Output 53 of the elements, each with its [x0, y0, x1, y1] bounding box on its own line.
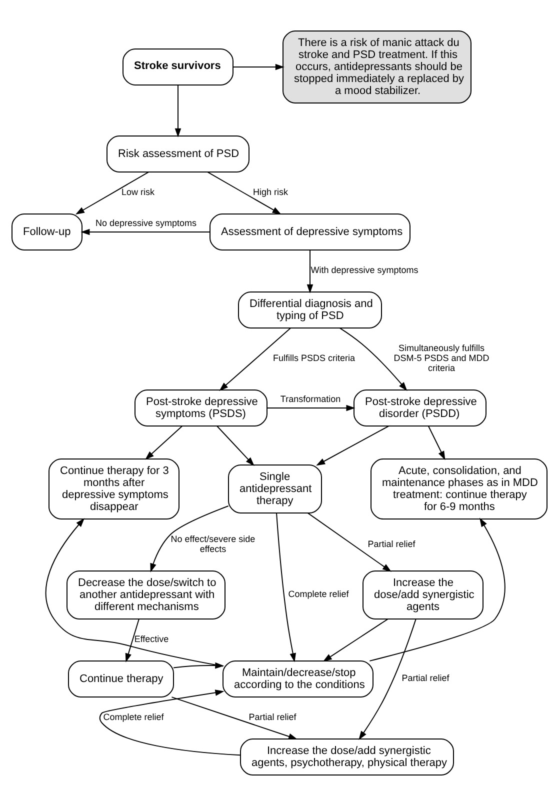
arrow	[307, 512, 392, 572]
arrow	[322, 618, 388, 662]
node-box: Acute, consolidation, and maintenance phases as in MDD treatment: continue therapy for 6-9 months	[370, 458, 548, 520]
node-box: Increase the dose/add synergistic agents, psychotherapy, physical therapy	[240, 738, 454, 776]
node-box: Increase the dose/add synergistic agents	[362, 570, 484, 620]
node-box: Assessment of depressive symptoms	[210, 214, 410, 250]
node-box: Differential diagnosis and typing of PSD	[238, 292, 382, 328]
arrow	[99, 690, 241, 756]
arrow	[171, 696, 298, 740]
edge-label: Effective	[134, 634, 169, 644]
edge-label: Partial relief	[248, 712, 296, 722]
arrow	[219, 328, 291, 391]
edge-label: Complete relief	[288, 589, 349, 600]
edge-label: With depressive symptoms	[310, 265, 418, 276]
edge-label: Simultaneously fulfills DSM-5 PSDS and MDD criteria	[394, 343, 490, 374]
node-box: Post-stroke depressive disorder (PSDD)	[354, 390, 486, 426]
arrow	[125, 618, 140, 662]
arrow	[75, 172, 150, 214]
edge-label: No depressive symptoms	[95, 218, 197, 228]
arrow	[276, 512, 296, 662]
edge-label: High risk	[252, 187, 288, 198]
node-box: Post-stroke depressive symptoms (PSDS)	[134, 390, 268, 426]
node-box: There is a risk of manic attack du stroke and PSD treatment. If this occurs, antidepressants should be stopped immediately a replaced by a mood stabilizer.	[282, 30, 472, 104]
arrow	[428, 426, 446, 460]
edge-label: Partial relief	[368, 539, 416, 550]
edge-label: Low risk	[121, 187, 155, 198]
arrow	[173, 662, 224, 669]
edge-label: Fulfills PSDS criteria	[272, 353, 356, 364]
edge-label: Complete relief	[103, 712, 164, 722]
arrow	[174, 84, 182, 138]
node-box: Decrease the dose/switch to another antidepressant with different mechanisms	[66, 570, 226, 620]
edge-label: Transformation	[280, 394, 341, 404]
node-box: Follow-up	[12, 214, 82, 250]
arrow	[207, 172, 282, 214]
arrow	[232, 64, 284, 70]
edge-label: No effect/severe side effects	[170, 534, 256, 554]
edge-label: Partial relief	[402, 673, 450, 684]
node-box: Continue therapy for 3 months after depressive symptoms disappear	[48, 458, 180, 520]
arrow	[145, 426, 183, 460]
node-box: Stroke survivors	[122, 48, 234, 86]
arrow	[266, 404, 356, 412]
arrow	[80, 228, 210, 236]
node-box: Risk assessment of PSD	[106, 136, 250, 172]
arrow	[306, 250, 314, 294]
node-box: Continue therapy	[68, 660, 174, 698]
arrow	[339, 328, 408, 391]
arrow	[316, 426, 390, 466]
node-box: Maintain/decrease/stop according to the conditions	[222, 660, 374, 698]
node-box: Single antidepressant therapy	[228, 464, 322, 514]
arrow	[369, 518, 506, 662]
arrow	[358, 618, 416, 740]
arrow	[150, 506, 229, 572]
arrow	[216, 426, 254, 466]
